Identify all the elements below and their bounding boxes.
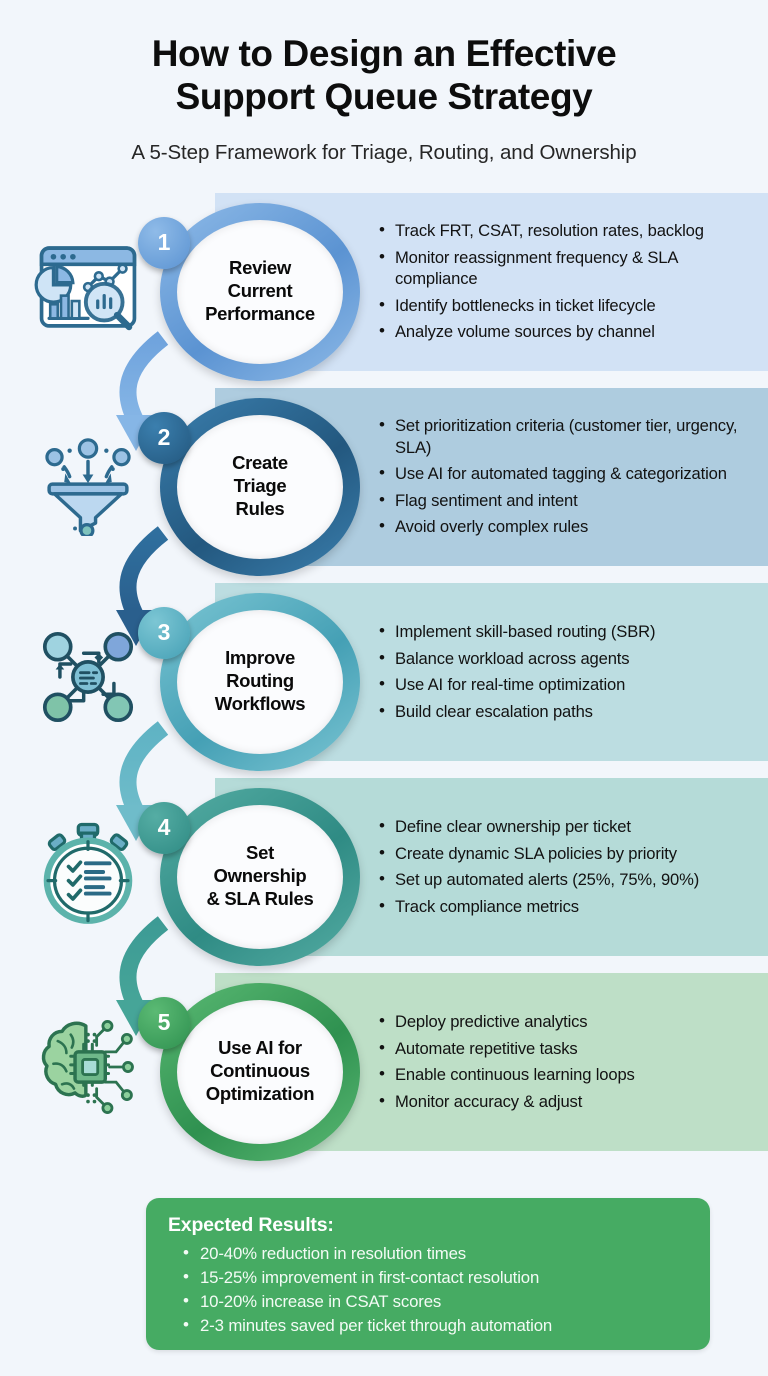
step-title-line: Ownership [213, 865, 307, 887]
bullet-list: Implement skill-based routing (SBR) Balan… [378, 620, 754, 723]
bullet-item: Create dynamic SLA policies by priority [378, 842, 754, 865]
step-title-line: Rules [235, 498, 285, 520]
step-number-badge-1: 1 [138, 216, 190, 269]
bullet-item: Define clear ownership per ticket [378, 815, 754, 838]
stopwatch-checklist-icon [30, 814, 146, 930]
page-title-line-2: Support Queue Strategy [175, 76, 593, 118]
result-item: 10-20% increase in CSAT scores [182, 1289, 690, 1314]
bullet-item: Implement skill-based routing (SBR) [378, 620, 754, 643]
analytics-dashboard-icon [30, 229, 146, 345]
network-routing-icon [30, 619, 146, 735]
network-routing-icon [42, 631, 134, 722]
step-bullets-2: Set prioritization criteria (customer ti… [378, 388, 754, 566]
brain-chip-ai-icon [30, 1009, 146, 1125]
step-title-line: Set [246, 842, 274, 864]
step-bullets-3: Implement skill-based routing (SBR) Balan… [378, 583, 754, 761]
step-title-line: Triage [233, 475, 287, 497]
bullet-item: Use AI for real-time optimization [378, 673, 754, 696]
step-title-line: Improve [225, 647, 295, 669]
result-item: 20-40% reduction in resolution times [182, 1241, 690, 1266]
step-title-line: Performance [205, 303, 315, 325]
bullet-list: Track FRT, CSAT, resolution rates, backl… [378, 219, 754, 343]
step-title-line: Review [229, 257, 291, 279]
bullet-item: Balance workload across agents [378, 647, 754, 670]
step-title-line: Workflows [214, 693, 306, 715]
bullet-list: Deploy predictive analyticsAutomate repe… [378, 1010, 754, 1113]
page-subtitle: A 5-Step Framework for Triage, Routing, … [131, 140, 637, 164]
analytics-dashboard-icon [34, 245, 137, 330]
bullet-item: Set prioritization criteria (customer ti… [378, 414, 754, 458]
expected-results-list: 20-40% reduction in resolution times15-2… [168, 1241, 690, 1338]
bullet-list: Define clear ownership per ticketCreate … [378, 815, 754, 918]
step-title-line: Routing [226, 670, 294, 692]
step-1: ReviewCurrentPerformance1Track FRT, CSAT… [0, 192, 768, 388]
step-title-line: Current [227, 280, 293, 302]
page-header: How to Design an Effective Support Queue… [0, 0, 768, 165]
step-3: ImproveRoutingWorkflows3Implement skill-… [0, 582, 768, 778]
bullet-item: Analyze volume sources by channel [378, 320, 754, 343]
bullet-item: Deploy predictive analytics [378, 1010, 754, 1033]
step-ring-inner [177, 609, 343, 754]
bullet-item: Automate repetitive tasks [378, 1037, 754, 1060]
bullet-item: Identify bottlenecks in ticket lifecycle [378, 294, 754, 317]
bullet-item: Build clear escalation paths [378, 700, 754, 723]
bullet-list: Set prioritization criteria (customer ti… [378, 414, 754, 538]
step-bullets-4: Define clear ownership per ticketCreate … [378, 778, 754, 956]
steps-container: ReviewCurrentPerformance1Track FRT, CSAT… [0, 192, 768, 1168]
bullet-item: Use AI for automated tagging & categoriz… [378, 462, 754, 485]
result-item: 15-25% improvement in first-contact reso… [182, 1265, 690, 1290]
funnel-filter-icon [45, 437, 131, 536]
bullet-item: Flag sentiment and intent [378, 489, 754, 512]
bullet-item: Set up automated alerts (25%, 75%, 90%) [378, 868, 754, 891]
expected-results-card: Expected Results: 20-40% reduction in re… [146, 1198, 710, 1350]
page-title-line-1: How to Design an Effective [151, 33, 617, 74]
bullet-item: Track FRT, CSAT, resolution rates, backl… [378, 219, 754, 242]
expected-results-heading: Expected Results: [168, 1214, 334, 1236]
step-ring-inner [177, 219, 343, 364]
step-title-line: Optimization [205, 1083, 315, 1105]
result-item: 2-3 minutes saved per ticket through aut… [182, 1313, 690, 1338]
brain-chip-ai-icon [41, 1019, 134, 1114]
funnel-filter-icon [30, 424, 146, 540]
bullet-item: Monitor reassignment frequency & SLA com… [378, 246, 754, 290]
bullet-item: Monitor accuracy & adjust [378, 1090, 754, 1113]
step-ring-inner [177, 999, 343, 1144]
bullet-item: Enable continuous learning loops [378, 1063, 754, 1086]
bullet-item: Avoid overly complex rules [378, 515, 754, 538]
step-bullets-1: Track FRT, CSAT, resolution rates, backl… [378, 193, 754, 371]
step-title-line: & SLA Rules [206, 888, 314, 910]
step-ring-inner [177, 804, 343, 949]
step-5: Use AI forContinuousOptimization5Deploy … [0, 972, 768, 1168]
bullet-item: Track compliance metrics [378, 895, 754, 918]
step-title-line: Create [232, 452, 288, 474]
step-title-line: Use AI for [218, 1037, 302, 1059]
step-title-line: Continuous [210, 1060, 310, 1082]
page-title: How to Design an Effective Support Queue… [0, 32, 768, 119]
step-bullets-5: Deploy predictive analyticsAutomate repe… [378, 973, 754, 1151]
step-ring-inner [177, 414, 343, 559]
stopwatch-checklist-icon [43, 822, 133, 924]
